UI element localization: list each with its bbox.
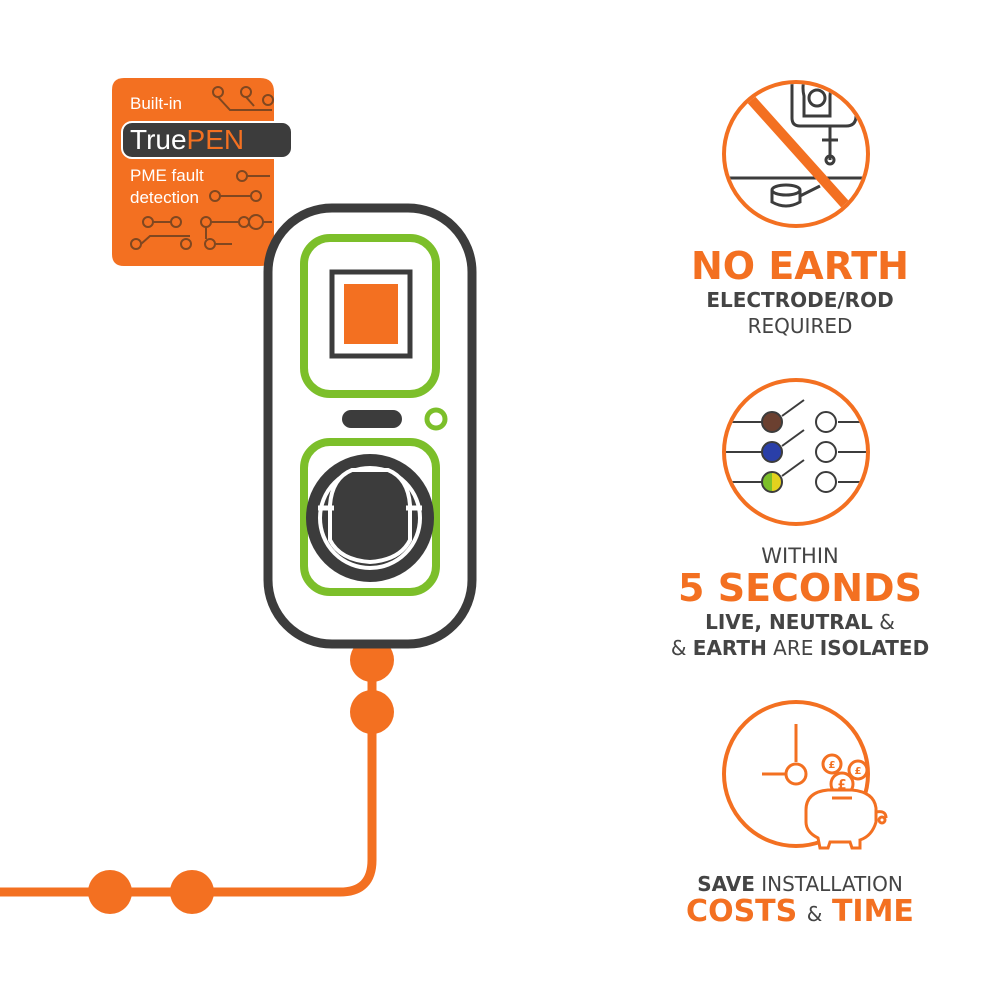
electrode-rod-text: ELECTRODE/ROD	[706, 288, 894, 312]
socket-panel	[300, 438, 440, 596]
save-label: SAVE	[697, 872, 755, 896]
ampersand: &	[670, 636, 687, 660]
coin-symbol: £	[855, 766, 862, 777]
earth-label: EARTH	[692, 636, 767, 660]
installation-label: INSTALLATION	[761, 872, 903, 896]
required-text: REQUIRED	[747, 314, 853, 338]
earth-isolated-text: & EARTH ARE ISOLATED	[600, 636, 1000, 660]
badge-brand: TruePEN	[130, 122, 244, 158]
costs-time-headline: COSTS & TIME	[600, 894, 1000, 929]
live-neutral-label: LIVE, NEUTRAL	[705, 610, 873, 634]
coin-symbol: £	[837, 778, 846, 793]
cable-bead-top	[350, 638, 394, 682]
charging-cable	[0, 640, 377, 897]
no-earth-rod-icon	[722, 80, 870, 228]
neutral-wire-dot	[761, 441, 783, 463]
time-label: TIME	[831, 894, 914, 929]
badge-line-pme: PME fault	[130, 166, 204, 185]
earth-wire-dot	[761, 471, 783, 493]
ampersand: &	[879, 610, 895, 634]
isolation-switch-icon	[722, 378, 870, 526]
cable-bead-left	[88, 870, 132, 914]
cable-bead-right	[170, 870, 214, 914]
ev-charger	[263, 203, 477, 649]
cable-beads	[88, 638, 394, 914]
isolated-label: ISOLATED	[819, 636, 930, 660]
five-seconds-headline: 5 SECONDS	[678, 566, 922, 610]
ampersand: &	[806, 902, 823, 926]
coin-icon	[847, 759, 869, 781]
are-label: ARE	[773, 636, 814, 660]
save-installation-text: SAVE INSTALLATION	[600, 872, 1000, 896]
live-neutral-text: LIVE, NEUTRAL &	[600, 610, 1000, 634]
cable-bead-middle	[350, 690, 394, 734]
circuit-icon	[130, 86, 274, 250]
badge-line-detection: detection	[130, 188, 199, 207]
brand-pen: PEN	[186, 124, 245, 155]
live-wire-dot	[761, 411, 783, 433]
coin-icon	[821, 753, 843, 775]
truepen-badge	[112, 78, 293, 266]
costs-label: COSTS	[686, 894, 798, 929]
within-text: WITHIN	[761, 544, 839, 568]
badge-line-built-in: Built-in	[130, 94, 182, 113]
no-earth-headline: NO EARTH	[691, 244, 909, 288]
status-bar	[342, 410, 402, 428]
display-panel	[300, 234, 440, 398]
piggy-bank-clock-icon: £ £ £	[722, 700, 888, 850]
brand-true: True	[130, 124, 187, 155]
status-led	[424, 407, 448, 431]
type2-socket	[306, 454, 434, 582]
coin-symbol: £	[829, 760, 836, 771]
